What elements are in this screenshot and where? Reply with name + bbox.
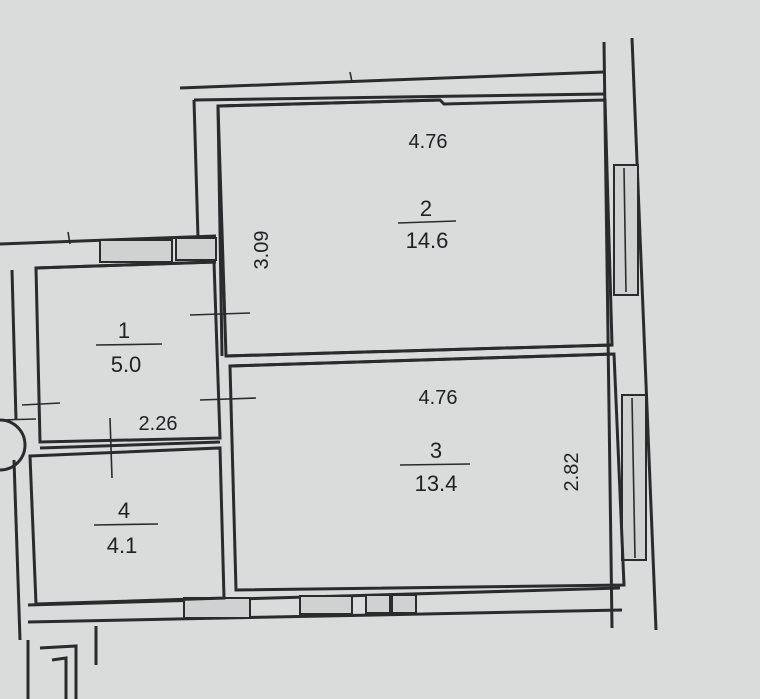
room-4-area: 4.1 [107, 533, 138, 558]
room-2-area: 14.6 [406, 228, 449, 253]
room-2-number: 2 [420, 196, 432, 221]
corridor-width-label: 2.26 [139, 413, 178, 435]
room-1-number: 1 [118, 318, 130, 343]
room-1-top-wall [0, 231, 217, 270]
room-1-fraction-bar [95, 343, 163, 346]
room-1-area: 5.0 [111, 352, 142, 377]
room-3-number: 3 [430, 438, 442, 463]
left-side-walls [0, 269, 61, 641]
room-3-depth-label: 2.82 [561, 453, 583, 492]
right-window-lower [621, 394, 647, 561]
room-3-outline [228, 352, 626, 592]
room-3-width-label: 4.76 [419, 387, 458, 409]
room-4-outline [28, 446, 226, 606]
room-3-fraction-bar [399, 463, 471, 466]
partition-1-4 [39, 440, 221, 450]
room-4-number: 4 [118, 498, 130, 523]
room-2-width-label: 4.76 [409, 131, 448, 153]
stair-fragment [26, 626, 98, 699]
room-3-area: 13.4 [415, 471, 458, 496]
bottom-wall [27, 586, 623, 624]
room-4-fraction-bar [93, 523, 159, 526]
door-marks [109, 312, 257, 479]
room-2-depth-label: 3.09 [251, 231, 273, 270]
room-2-fraction-bar [397, 220, 457, 224]
right-window-upper [613, 164, 639, 296]
